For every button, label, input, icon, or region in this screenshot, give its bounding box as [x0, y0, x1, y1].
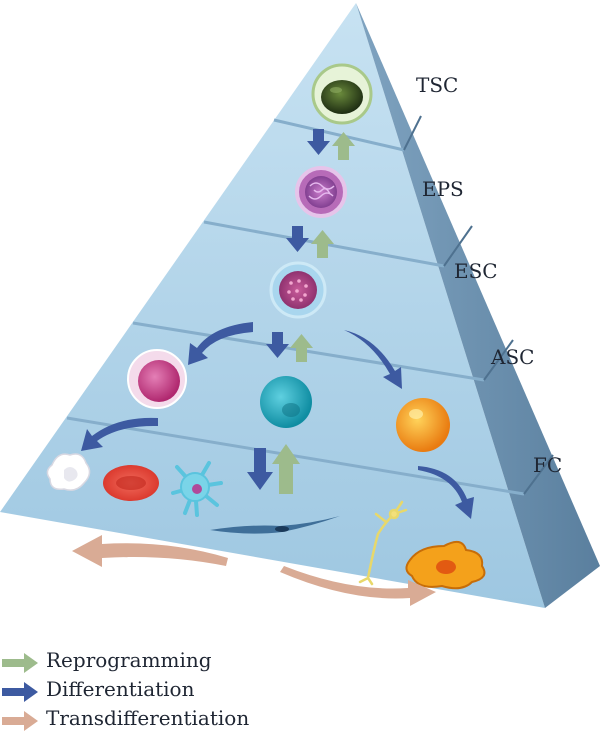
dendritic-cell [171, 461, 223, 517]
pyramid-front-face [0, 3, 545, 608]
differentiation-arrows [81, 129, 474, 519]
level-label-asc: ASC [490, 345, 534, 369]
legend-item-differentiation: Differentiation [0, 677, 600, 707]
legend-label-differentiation: Differentiation [46, 677, 195, 701]
teal-progenitor-cell [260, 376, 312, 428]
pink-progenitor-cell [127, 349, 187, 409]
astrocyte-cell [405, 540, 486, 590]
legend-label-transdifferentiation: Transdifferentiation [46, 706, 250, 730]
legend-item-reprogramming: Reprogramming [0, 648, 600, 678]
orange-progenitor-cell [396, 398, 450, 452]
tan-arrow-icon [2, 711, 38, 731]
legend-item-transdifferentiation: Transdifferentiation [0, 706, 600, 736]
level-label-esc: ESC [454, 259, 498, 283]
pyramid-side-face [356, 3, 600, 608]
green-arrow-icon [2, 653, 38, 673]
legend-label-reprogramming: Reprogramming [46, 648, 212, 672]
blue-arrow-icon [2, 682, 38, 702]
neuron-cell [358, 500, 408, 586]
embryonic-stem-cell [269, 261, 327, 319]
totipotent-stem-cell [311, 63, 373, 125]
level-label-tsc: TSC [416, 73, 458, 97]
white-blood-cell [46, 453, 91, 491]
level-label-eps: EPS [422, 177, 464, 201]
red-blood-cell [103, 465, 159, 501]
level-label-fc: FC [533, 453, 562, 477]
transdifferentiation-arrows [72, 535, 436, 606]
expanded-pluripotent-stem-cell [295, 166, 347, 218]
reprogramming-arrows [272, 132, 355, 494]
fibroblast-cell [210, 516, 340, 534]
side-level-lines [403, 115, 554, 495]
